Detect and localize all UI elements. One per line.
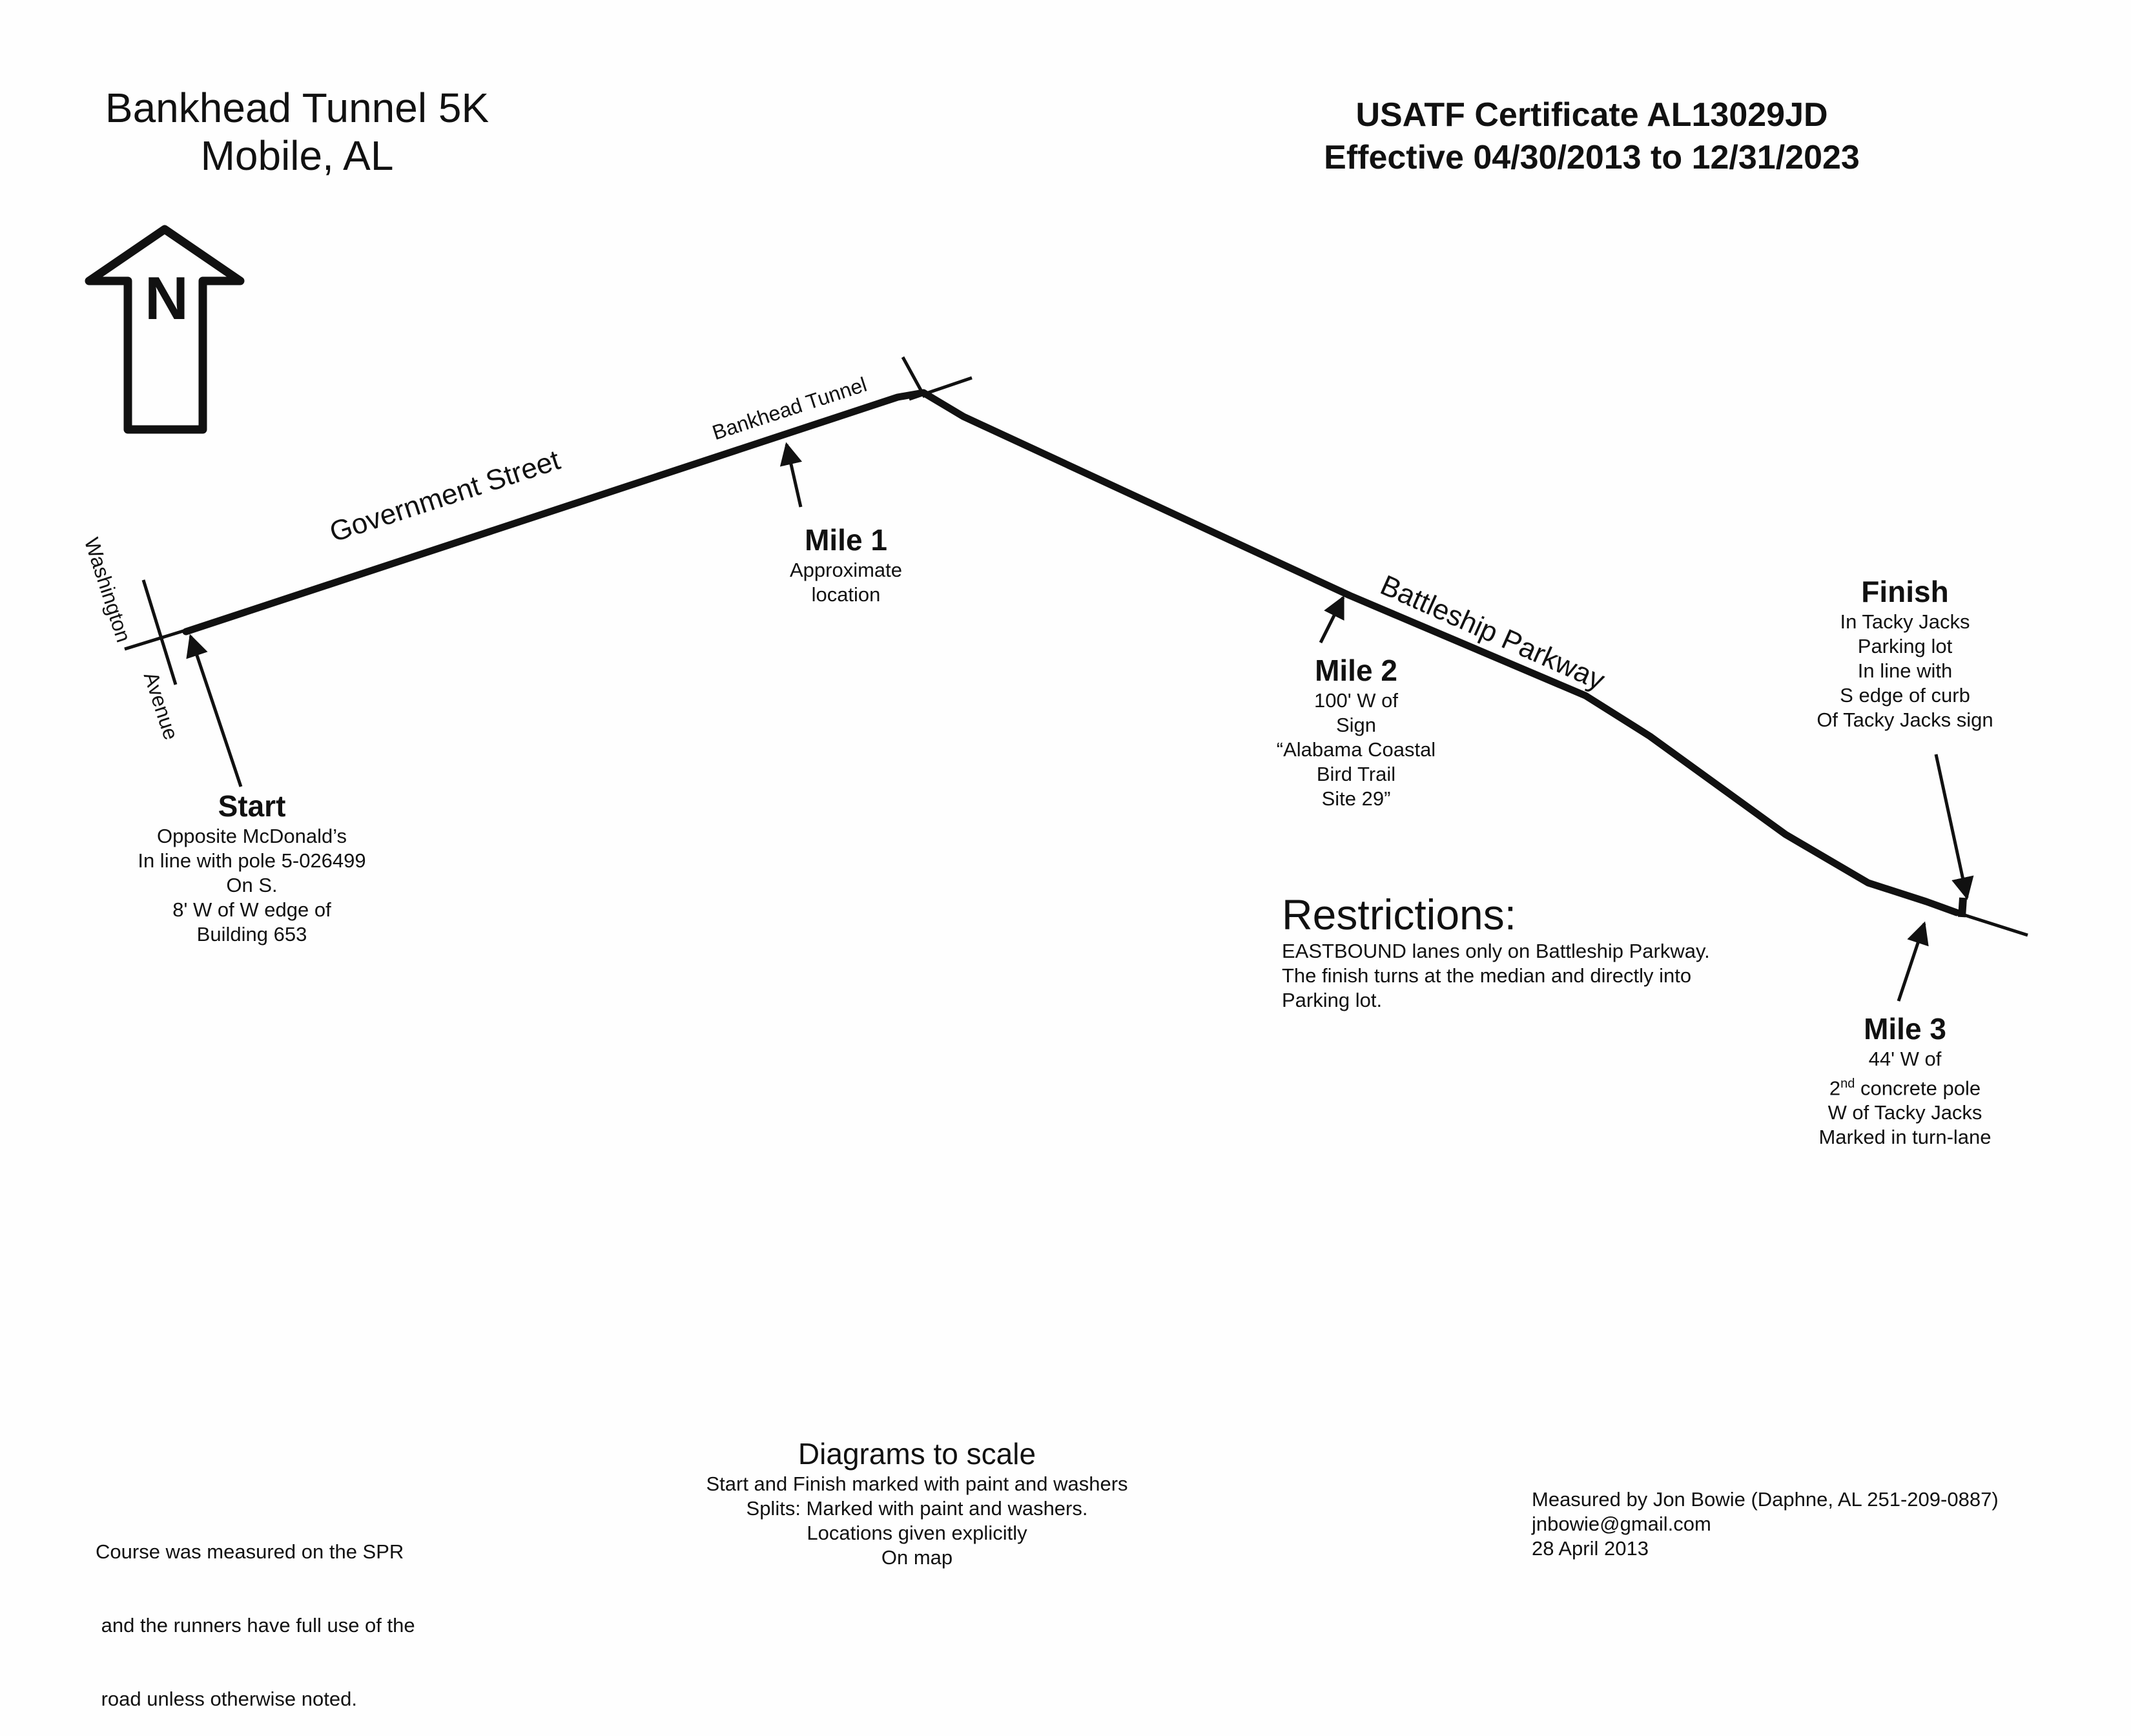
start-pointer-arrow [186, 634, 243, 787]
race-name: Bankhead Tunnel 5K [105, 85, 489, 131]
tunnel-cross-line [909, 376, 973, 401]
start-desc-line: In line with pole 5-026499 [138, 849, 366, 872]
washington-avenue-street [141, 579, 178, 685]
footer-diagram-notes: Diagrams to scale Start and Finish marke… [659, 1436, 1175, 1570]
footer-measurer-info: Measured by Jon Bowie (Daphne, AL 251-20… [1532, 1487, 2081, 1561]
tunnel-cross-street [901, 356, 927, 398]
start-line-marker [124, 626, 194, 651]
course-map [85, 225, 2028, 1002]
finish-street [1956, 911, 2028, 937]
finish-desc-line: In line with [1857, 659, 1953, 682]
finish-desc-line: In Tacky Jacks [1840, 610, 1970, 633]
finish-heading: Finish [1861, 575, 1949, 608]
restrictions-line: Parking lot. [1282, 989, 1383, 1011]
certificate-effective: Effective 04/30/2013 to 12/31/2023 [1324, 139, 1860, 176]
mile2-desc-line: Bird Trail [1316, 763, 1396, 785]
mile1-label: Mile 1 Approximate location [717, 522, 975, 607]
mile2-pointer-arrow [1319, 595, 1345, 644]
diagram-note-line: Locations given explicitly [807, 1522, 1027, 1544]
measurer-name: Measured by Jon Bowie (Daphne, AL 251-20… [1532, 1488, 1999, 1511]
mile3-ordinal-number: 2 [1829, 1077, 1841, 1100]
mile3-label: Mile 3 44' W of 2nd concrete pole W of T… [1769, 1011, 2041, 1150]
mile1-heading: Mile 1 [805, 523, 887, 557]
restrictions-block: Restrictions: EASTBOUND lanes only on Ba… [1282, 890, 1863, 1013]
footer-measurement-note: Course was measured on the SPR and the r… [96, 1491, 548, 1736]
start-desc-line: 8' W of W edge of [172, 898, 331, 921]
mile3-desc-line: 44' W of [1868, 1048, 1942, 1070]
diagram-note-line: On map [881, 1546, 953, 1569]
measurer-email: jnbowie@gmail.com [1532, 1513, 1711, 1535]
race-location: Mobile, AL [200, 132, 394, 179]
footer-note-line: Course was measured on the SPR [96, 1540, 404, 1563]
start-desc-line: Building 653 [196, 923, 307, 946]
mile3-ordinal-suffix: nd [1840, 1077, 1855, 1091]
mile2-desc-line: Site 29” [1321, 787, 1391, 810]
start-desc-line: Opposite McDonald’s [156, 825, 347, 847]
mile2-desc-line: Sign [1335, 714, 1377, 736]
diagrams-heading: Diagrams to scale [798, 1437, 1036, 1471]
diagram-note-line: Start and Finish marked with paint and w… [706, 1472, 1128, 1495]
mile3-ordinal-rest: concrete pole [1855, 1077, 1981, 1100]
mile1-desc-line: location [811, 583, 881, 606]
finish-tick [1958, 897, 1967, 918]
restrictions-heading: Restrictions: [1282, 891, 1517, 938]
finish-desc-line: Parking lot [1857, 635, 1953, 657]
restrictions-line: EASTBOUND lanes only on Battleship Parkw… [1282, 940, 1710, 962]
mile2-label: Mile 2 100' W of Sign “Alabama Coastal B… [1227, 652, 1485, 811]
north-arrow-icon [85, 225, 245, 434]
mile3-desc-line: 2nd concrete pole [1769, 1071, 2041, 1100]
footer-note-line: road unless otherwise noted. [96, 1688, 357, 1710]
restrictions-line: The finish turns at the median and direc… [1282, 964, 1692, 987]
race-title: Bankhead Tunnel 5K Mobile, AL [65, 84, 530, 180]
measurement-date: 28 April 2013 [1532, 1537, 1649, 1560]
mile3-desc-line: Marked in turn-lane [1818, 1126, 1992, 1149]
finish-label: Finish In Tacky Jacks Parking lot In lin… [1769, 574, 2041, 732]
mile3-heading: Mile 3 [1864, 1012, 1946, 1046]
mile2-desc-line: “Alabama Coastal [1276, 738, 1436, 761]
mile1-desc-line: Approximate [789, 559, 903, 581]
mile1-pointer-arrow [779, 442, 803, 508]
finish-pointer-arrow [1934, 754, 1974, 900]
finish-desc-line: S edge of curb [1840, 684, 1970, 707]
footer-note-line: and the runners have full use of the [96, 1614, 415, 1637]
start-desc-line: On S. [226, 874, 278, 896]
mile3-desc-line: W of Tacky Jacks [1827, 1101, 1982, 1124]
diagram-note-line: Splits: Marked with paint and washers. [746, 1497, 1088, 1520]
mile2-desc-line: 100' W of [1314, 689, 1398, 712]
north-letter: N [145, 264, 189, 332]
start-heading: Start [218, 789, 286, 823]
certificate-block: USATF Certificate AL13029JD Effective 04… [1279, 94, 1905, 179]
course-route [182, 389, 1961, 916]
certificate-number: USATF Certificate AL13029JD [1355, 96, 1828, 134]
mile2-heading: Mile 2 [1315, 654, 1397, 687]
mile3-pointer-arrow [1897, 921, 1929, 1002]
finish-desc-line: Of Tacky Jacks sign [1817, 708, 1993, 731]
start-label: Start Opposite McDonald’s In line with p… [90, 788, 413, 947]
